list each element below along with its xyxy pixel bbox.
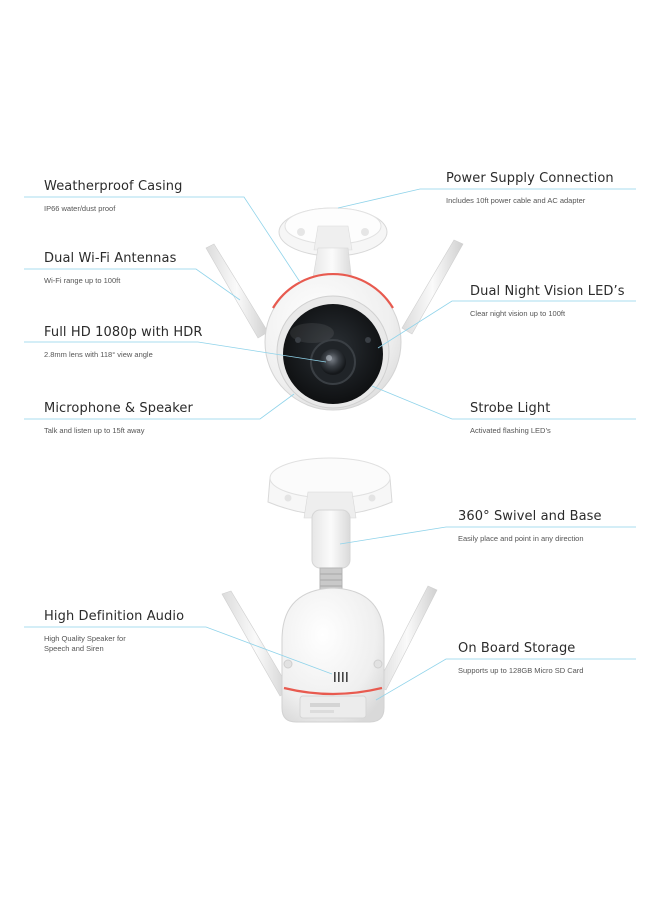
speaker-grille bbox=[334, 672, 348, 682]
feature-description-line: 2.8mm lens with 118° view angle bbox=[44, 350, 153, 359]
feature-description: Supports up to 128GB Micro SD Card bbox=[458, 666, 583, 676]
feature-description-line: Speech and Siren bbox=[44, 644, 104, 653]
feature-description: Activated flashing LED’s bbox=[470, 426, 551, 436]
feature-description-line: Wi-Fi range up to 100ft bbox=[44, 276, 121, 285]
feature-dual-night-vision-leds: Dual Night Vision LED’s Clear night visi… bbox=[470, 284, 625, 319]
feature-title: Dual Wi-Fi Antennas bbox=[44, 251, 177, 266]
feature-title: High Definition Audio bbox=[44, 609, 185, 624]
feature-swivel-and-base: 360° Swivel and Base Easily place and po… bbox=[458, 509, 602, 544]
feature-description: Talk and listen up to 15ft away bbox=[44, 426, 193, 436]
feature-on-board-storage: On Board Storage Supports up to 128GB Mi… bbox=[458, 641, 583, 676]
right-antenna bbox=[401, 239, 464, 335]
left-antenna bbox=[221, 590, 291, 697]
night-vision-leds bbox=[295, 337, 371, 343]
mount-base bbox=[278, 207, 388, 257]
feature-description: IP66 water/dust proof bbox=[44, 204, 182, 214]
camera-housing bbox=[281, 587, 385, 723]
feature-title: Dual Night Vision LED’s bbox=[470, 284, 625, 299]
feature-title: 360° Swivel and Base bbox=[458, 509, 602, 524]
feature-description-line: Supports up to 128GB Micro SD Card bbox=[458, 666, 584, 675]
lens bbox=[310, 339, 356, 385]
feature-weatherproof-casing: Weatherproof Casing IP66 water/dust proo… bbox=[44, 179, 182, 214]
feature-description: Easily place and point in any direction bbox=[458, 534, 602, 544]
feature-description: Wi-Fi range up to 100ft bbox=[44, 276, 176, 286]
left-antenna bbox=[205, 243, 269, 339]
leader-lines bbox=[24, 188, 636, 701]
feature-strobe-light: Strobe Light Activated flashing LED’s bbox=[470, 401, 551, 436]
feature-title: On Board Storage bbox=[458, 641, 576, 656]
feature-description-line: Activated flashing LED’s bbox=[470, 426, 551, 435]
feature-power-supply-connection: Power Supply Connection Includes 10ft po… bbox=[446, 171, 614, 206]
feature-title: Strobe Light bbox=[470, 401, 551, 416]
feature-description-line: Talk and listen up to 15ft away bbox=[44, 426, 145, 435]
feature-description-line: IP66 water/dust proof bbox=[44, 204, 116, 213]
rear-view-camera bbox=[221, 457, 438, 723]
feature-description: 2.8mm lens with 118° view angle bbox=[44, 350, 202, 360]
feature-description-line: Easily place and point in any direction bbox=[458, 534, 584, 543]
feature-title: Weatherproof Casing bbox=[44, 179, 183, 194]
feature-description-line: Includes 10ft power cable and AC adapter bbox=[446, 196, 586, 205]
front-view-camera bbox=[205, 207, 464, 411]
right-antenna bbox=[376, 585, 438, 691]
feature-high-definition-audio: High Definition Audio High Quality Speak… bbox=[44, 609, 184, 654]
feature-description: High Quality Speaker for Speech and Sire… bbox=[44, 634, 184, 654]
feature-description: Includes 10ft power cable and AC adapter bbox=[446, 196, 614, 206]
feature-microphone-speaker: Microphone & Speaker Talk and listen up … bbox=[44, 401, 193, 436]
feature-description-line: Clear night vision up to 100ft bbox=[470, 309, 566, 318]
feature-full-hd-hdr: Full HD 1080p with HDR 2.8mm lens with 1… bbox=[44, 325, 202, 360]
feature-title: Microphone & Speaker bbox=[44, 401, 193, 416]
feature-dual-wifi-antennas: Dual Wi-Fi Antennas Wi-Fi range up to 10… bbox=[44, 251, 176, 286]
feature-description-line: High Quality Speaker for bbox=[44, 634, 126, 643]
feature-description: Clear night vision up to 100ft bbox=[470, 309, 625, 319]
feature-title: Full HD 1080p with HDR bbox=[44, 325, 203, 340]
swivel-arm bbox=[311, 509, 351, 591]
mount-base bbox=[267, 457, 393, 519]
feature-title: Power Supply Connection bbox=[446, 171, 614, 186]
